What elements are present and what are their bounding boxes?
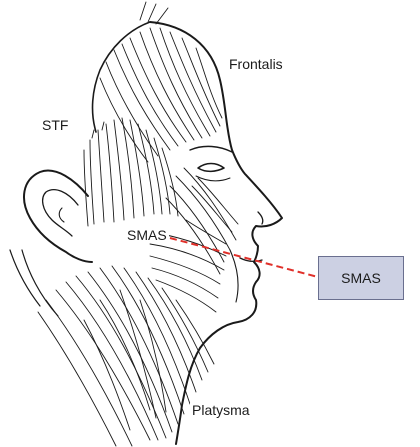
ear-inner	[43, 190, 78, 236]
scalp-outline	[93, 22, 150, 132]
eye-outline	[198, 164, 224, 172]
label-smas-inline: SMAS	[125, 227, 169, 243]
brow-line	[190, 146, 232, 152]
label-platysma: Platysma	[190, 403, 252, 417]
frontalis-fibers	[100, 2, 222, 162]
smas-callout-label: SMAS	[341, 270, 381, 286]
ear-outline	[24, 171, 92, 262]
face-profile-outline	[150, 22, 282, 444]
stf-fibers	[84, 118, 178, 226]
smas-callout-box: SMAS	[318, 256, 404, 300]
label-stf: STF	[42, 118, 68, 132]
label-frontalis: Frontalis	[229, 57, 283, 71]
platysma-fibers	[38, 266, 214, 446]
smas-leader-line	[170, 238, 318, 277]
